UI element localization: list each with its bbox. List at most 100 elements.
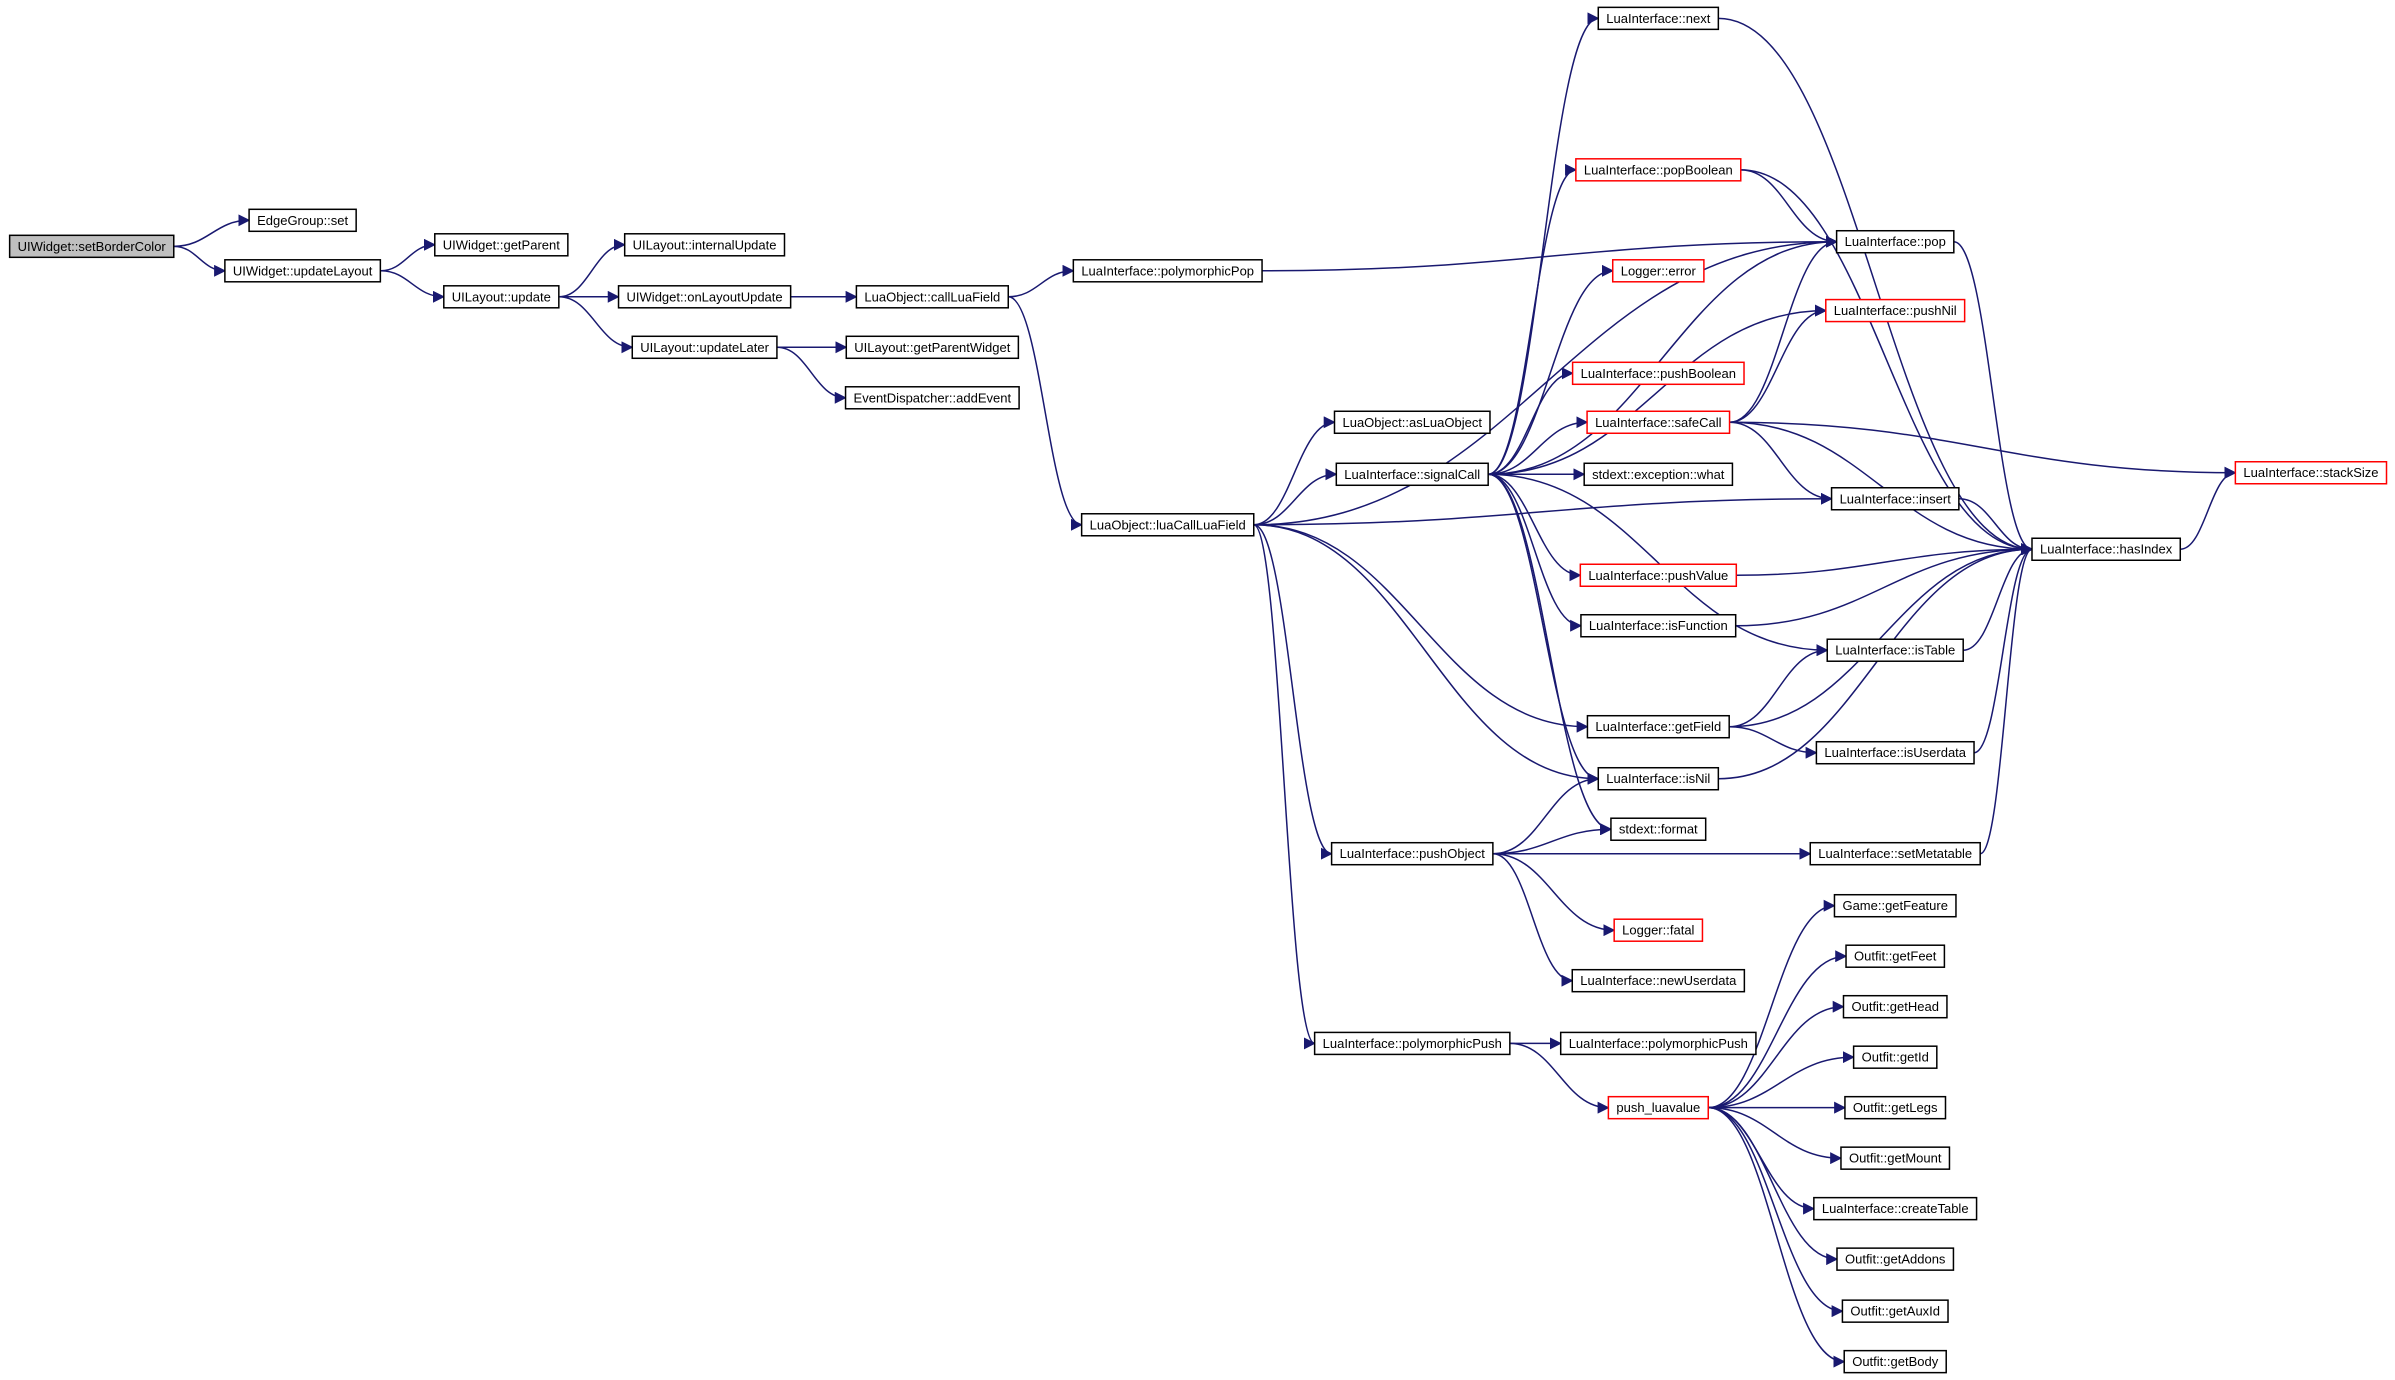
node-outfit-getlegs[interactable]: Outfit::getLegs xyxy=(1844,1095,1947,1120)
edge-n31-n39 xyxy=(1708,950,1848,1109)
edge-n21-n34 xyxy=(1729,421,1833,505)
node-outfit-getfeet[interactable]: Outfit::getFeet xyxy=(1845,944,1946,968)
node-luainterface-stacksize[interactable]: LuaInterface::stackSize xyxy=(2234,460,2388,485)
node-luainterface-istable[interactable]: LuaInterface::isTable xyxy=(1826,638,1964,662)
node-box xyxy=(1597,766,1720,791)
node-label: LuaInterface::isNil xyxy=(1606,771,1710,786)
node-luainterface-polymorphicpush[interactable]: LuaInterface::polymorphicPush xyxy=(1559,1031,1757,1056)
node-luainterface-safecall[interactable]: LuaInterface::safeCall xyxy=(1586,410,1731,435)
node-luainterface-newuserdata[interactable]: LuaInterface::newUserdata xyxy=(1571,968,1746,993)
node-label: Outfit::getFeet xyxy=(1854,949,1937,964)
node-luainterface-signalcall[interactable]: LuaInterface::signalCall xyxy=(1335,462,1489,487)
node-label: stdext::exception::what xyxy=(1592,467,1725,482)
node-box xyxy=(1597,6,1720,31)
node-label: LuaInterface::insert xyxy=(1840,491,1952,506)
node-label: UIWidget::updateLayout xyxy=(233,263,373,278)
node-luainterface-isfunction[interactable]: LuaInterface::isFunction xyxy=(1580,613,1737,638)
edge-n21-n49 xyxy=(1729,421,2237,479)
node-label: UILayout::updateLater xyxy=(640,340,769,355)
edge-n14-n21 xyxy=(1488,416,1589,476)
node-edgegroup-set[interactable]: EdgeGroup::set xyxy=(248,208,357,233)
node-luainterface-createtable[interactable]: LuaInterface::createTable xyxy=(1813,1196,1978,1221)
node-box xyxy=(1559,1031,1757,1056)
node-luainterface-isnil[interactable]: LuaInterface::isNil xyxy=(1597,766,1720,791)
node-stdext-format[interactable]: stdext::format xyxy=(1610,817,1707,841)
edge-n2-n3 xyxy=(380,238,436,272)
node-luainterface-pushboolean[interactable]: LuaInterface::pushBoolean xyxy=(1571,361,1745,386)
node-luainterface-pushvalue[interactable]: LuaInterface::pushValue xyxy=(1579,563,1738,588)
node-box xyxy=(443,285,560,309)
edge-n15-n27 xyxy=(1492,823,1613,855)
edge-n23-n48 xyxy=(1736,543,2034,577)
node-box xyxy=(1841,1299,1949,1323)
node-game-getfeature[interactable]: Game::getFeature xyxy=(1833,893,1957,918)
edge-n12-n13 xyxy=(1253,416,1336,526)
node-label: UILayout::update xyxy=(452,289,551,304)
edge-n0-n1 xyxy=(173,214,251,248)
node-luainterface-isuserdata[interactable]: LuaInterface::isUserdata xyxy=(1815,740,1975,765)
node-box xyxy=(1571,968,1746,993)
node-luainterface-polymorphicpush[interactable]: LuaInterface::polymorphicPush xyxy=(1313,1031,1511,1056)
node-logger-fatal[interactable]: Logger::fatal xyxy=(1613,918,1704,942)
node-label: LuaInterface::signalCall xyxy=(1344,467,1480,482)
edge-n12-n14 xyxy=(1253,468,1338,526)
node-uilayout-getparentwidget[interactable]: UILayout::getParentWidget xyxy=(845,335,1020,360)
node-uiwidget-setbordercolor[interactable]: UIWidget::setBorderColor xyxy=(8,234,175,259)
node-label: LuaInterface::stackSize xyxy=(2243,465,2378,480)
node-uilayout-internalupdate[interactable]: UILayout::internalUpdate xyxy=(623,233,786,257)
node-label: LuaInterface::polymorphicPush xyxy=(1323,1036,1502,1051)
node-label: Outfit::getAuxId xyxy=(1850,1304,1940,1319)
node-uiwidget-onlayoutupdate[interactable]: UIWidget::onLayoutUpdate xyxy=(617,285,792,309)
node-label: UILayout::getParentWidget xyxy=(854,340,1010,355)
node-box xyxy=(248,208,357,233)
node-label: Outfit::getLegs xyxy=(1853,1100,1938,1115)
node-outfit-getaddons[interactable]: Outfit::getAddons xyxy=(1836,1247,1955,1271)
node-logger-error[interactable]: Logger::error xyxy=(1611,259,1705,283)
node-uiwidget-updatelayout[interactable]: UIWidget::updateLayout xyxy=(224,259,382,283)
edge-n7-n10 xyxy=(776,346,847,404)
truncated-node-box xyxy=(1575,158,1742,182)
node-luainterface-pushobject[interactable]: LuaInterface::pushObject xyxy=(1330,841,1494,866)
node-label: LuaInterface::polymorphicPop xyxy=(1081,263,1254,278)
edge-n15-n29 xyxy=(1492,852,1574,987)
node-luainterface-pop[interactable]: LuaInterface::pop xyxy=(1835,229,1955,254)
node-stdext-exception-what[interactable]: stdext::exception::what xyxy=(1583,462,1734,487)
node-luainterface-insert[interactable]: LuaInterface::insert xyxy=(1830,487,1960,511)
node-uilayout-update[interactable]: UILayout::update xyxy=(443,285,560,309)
node-luainterface-getfield[interactable]: LuaInterface::getField xyxy=(1586,714,1730,739)
node-box xyxy=(1610,817,1707,841)
node-label: UILayout::internalUpdate xyxy=(633,237,777,252)
node-box xyxy=(1313,1031,1511,1056)
node-outfit-gethead[interactable]: Outfit::getHead xyxy=(1842,994,1948,1019)
node-outfit-getauxid[interactable]: Outfit::getAuxId xyxy=(1841,1299,1949,1323)
node-box xyxy=(1080,513,1255,537)
node-box xyxy=(1836,1247,1955,1271)
node-luainterface-hasindex[interactable]: LuaInterface::hasIndex xyxy=(2031,537,2182,561)
node-box xyxy=(1835,229,1955,254)
node-outfit-getid[interactable]: Outfit::getId xyxy=(1852,1045,1938,1069)
node-luainterface-setmetatable[interactable]: LuaInterface::setMetatable xyxy=(1809,841,1981,866)
edge-n18-n32 xyxy=(1740,169,1838,248)
node-uilayout-updatelater[interactable]: UILayout::updateLater xyxy=(631,335,778,360)
node-outfit-getmount[interactable]: Outfit::getMount xyxy=(1840,1146,1951,1170)
node-uiwidget-getparent[interactable]: UIWidget::getParent xyxy=(434,233,569,257)
node-luaobject-callluafield[interactable]: LuaObject::callLuaField xyxy=(855,285,1010,309)
edge-n48-n49 xyxy=(2180,466,2237,550)
node-luainterface-polymorphicpop[interactable]: LuaInterface::polymorphicPop xyxy=(1072,259,1263,283)
edge-n12-n34 xyxy=(1253,492,1833,526)
edge-n25-n36 xyxy=(1729,725,1818,759)
node-eventdispatcher-addevent[interactable]: EventDispatcher::addEvent xyxy=(844,386,1020,410)
node-luaobject-luacallluafield[interactable]: LuaObject::luaCallLuaField xyxy=(1080,513,1255,537)
node-label: LuaInterface::pushValue xyxy=(1588,568,1728,583)
node-label: LuaInterface::pushBoolean xyxy=(1581,366,1736,381)
node-luainterface-next[interactable]: LuaInterface::next xyxy=(1597,6,1720,31)
node-luaobject-asluaobject[interactable]: LuaObject::asLuaObject xyxy=(1333,410,1491,435)
node-luainterface-popboolean[interactable]: LuaInterface::popBoolean xyxy=(1575,158,1742,182)
node-outfit-getbody[interactable]: Outfit::getBody xyxy=(1843,1349,1947,1374)
node-luainterface-pushnil[interactable]: LuaInterface::pushNil xyxy=(1825,298,1966,323)
node-label: LuaInterface::newUserdata xyxy=(1580,973,1737,988)
node-push-luavalue[interactable]: push_luavalue xyxy=(1607,1095,1709,1120)
node-label: LuaInterface::pushObject xyxy=(1340,846,1486,861)
node-box xyxy=(1842,994,1948,1019)
node-label: LuaInterface::pop xyxy=(1845,234,1946,249)
